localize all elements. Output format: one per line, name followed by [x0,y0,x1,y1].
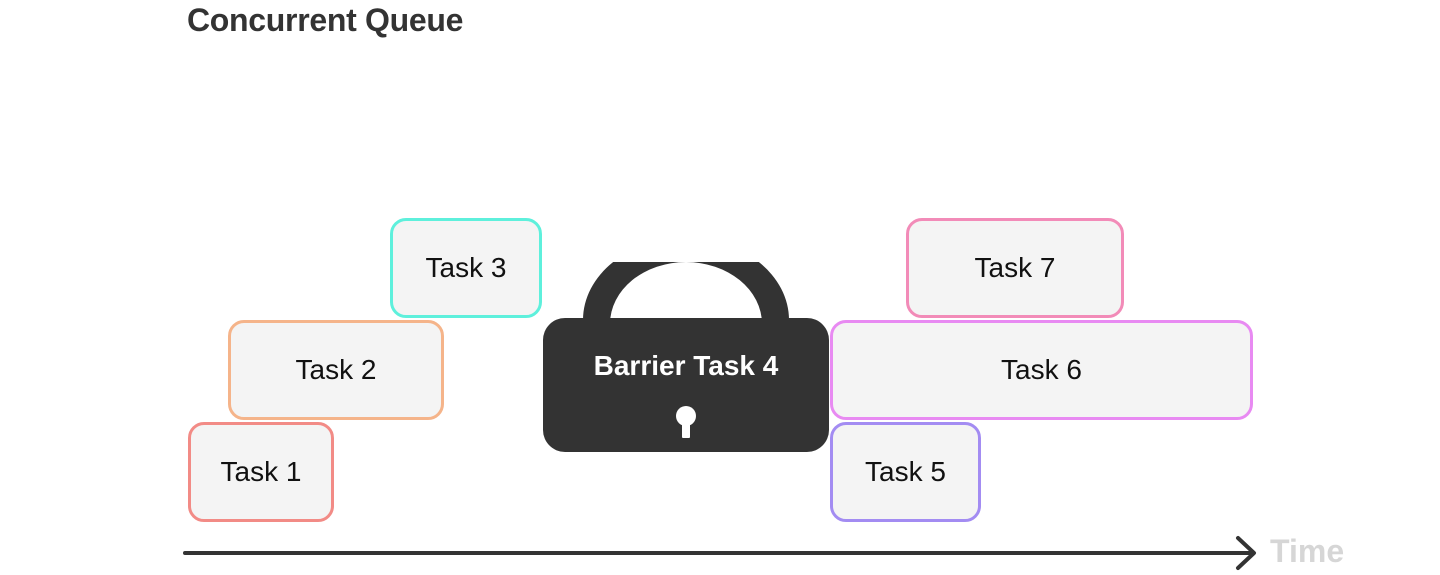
task-1-box: Task 1 [188,422,334,522]
task-2-box: Task 2 [228,320,444,420]
task-6-label: Task 6 [1001,354,1082,385]
arrow-right-icon [1236,536,1256,570]
time-label: Time [1270,533,1345,569]
barrier-label: Barrier Task 4 [593,350,779,381]
padlock-icon [543,262,829,452]
task-1-label: Task 1 [220,456,302,487]
task-7-box: Task 7 [906,218,1124,318]
timeline-axis [183,536,1256,570]
task-3-box: Task 3 [390,218,542,318]
task-3-label: Task 3 [425,252,507,283]
task-5-label: Task 5 [865,456,946,487]
task-5-box: Task 5 [830,422,981,522]
task-7-label: Task 7 [974,252,1056,283]
diagram-title: Concurrent Queue [187,2,464,38]
task-6-box: Task 6 [830,320,1253,420]
barrier-task-4: Barrier Task 4 [540,262,832,454]
task-2-label: Task 2 [295,354,377,385]
